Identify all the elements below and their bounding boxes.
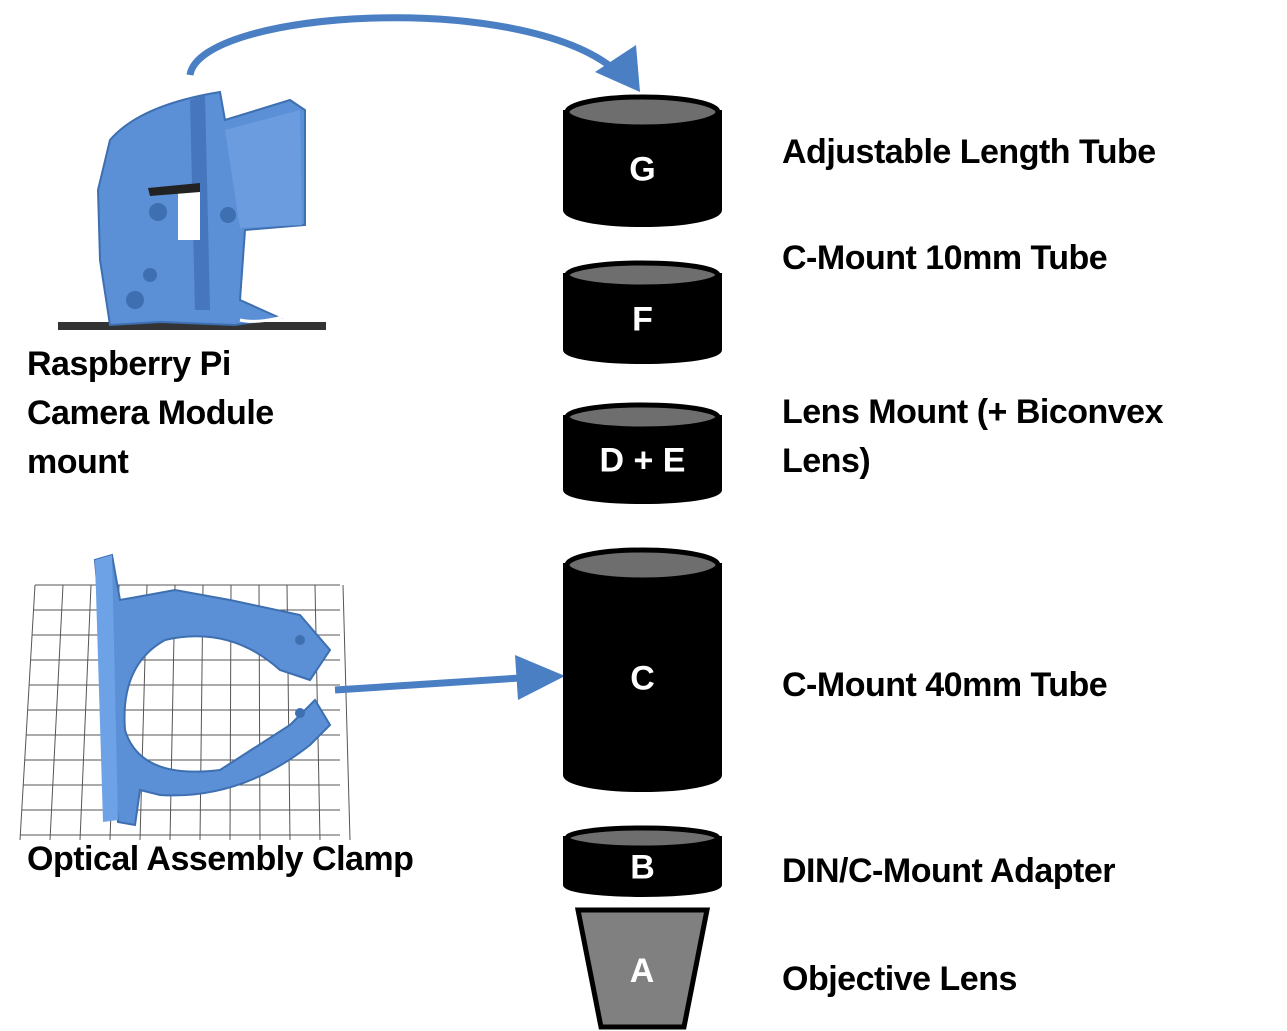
- cylinder-c: C: [563, 547, 722, 792]
- straight-arrow-head: [515, 655, 565, 700]
- component-label-c: C-Mount 40mm Tube: [782, 666, 1108, 704]
- grid-line: [19, 584, 36, 841]
- component-label-g: Adjustable Length Tube: [782, 133, 1156, 171]
- clamp-image: [19, 553, 351, 841]
- clamp-label: Optical Assembly Clamp: [27, 840, 414, 878]
- camera-mount-image: [58, 90, 326, 330]
- component-letter: C: [630, 660, 655, 698]
- component-letter: F: [632, 301, 653, 339]
- curved-arrow-head: [595, 45, 640, 92]
- component-letter: G: [629, 151, 655, 189]
- component-label-f: C-Mount 10mm Tube: [782, 239, 1108, 277]
- cylinder-b: B: [563, 825, 722, 897]
- component-letter: A: [630, 952, 655, 990]
- component-letter: D + E: [600, 442, 686, 480]
- cylinder-f: F: [563, 260, 722, 364]
- straight-arrow: [334, 674, 521, 694]
- component-label-a: Objective Lens: [782, 960, 1017, 998]
- cylinder-g: G: [563, 94, 722, 227]
- cylinder-de: D + E: [563, 402, 722, 504]
- component-label-de: Lens Mount (+ Biconvex Lens): [782, 393, 1164, 480]
- objective-lens-shape: A: [574, 907, 711, 1030]
- camera-mount-label: Raspberry Pi Camera Module mount: [27, 345, 274, 481]
- grid-line: [79, 584, 92, 841]
- component-letter: B: [630, 849, 655, 887]
- component-label-b: DIN/C-Mount Adapter: [782, 852, 1115, 890]
- curved-arrow: [186, 14, 618, 77]
- grid-line: [49, 584, 64, 841]
- grid-line: [342, 584, 351, 841]
